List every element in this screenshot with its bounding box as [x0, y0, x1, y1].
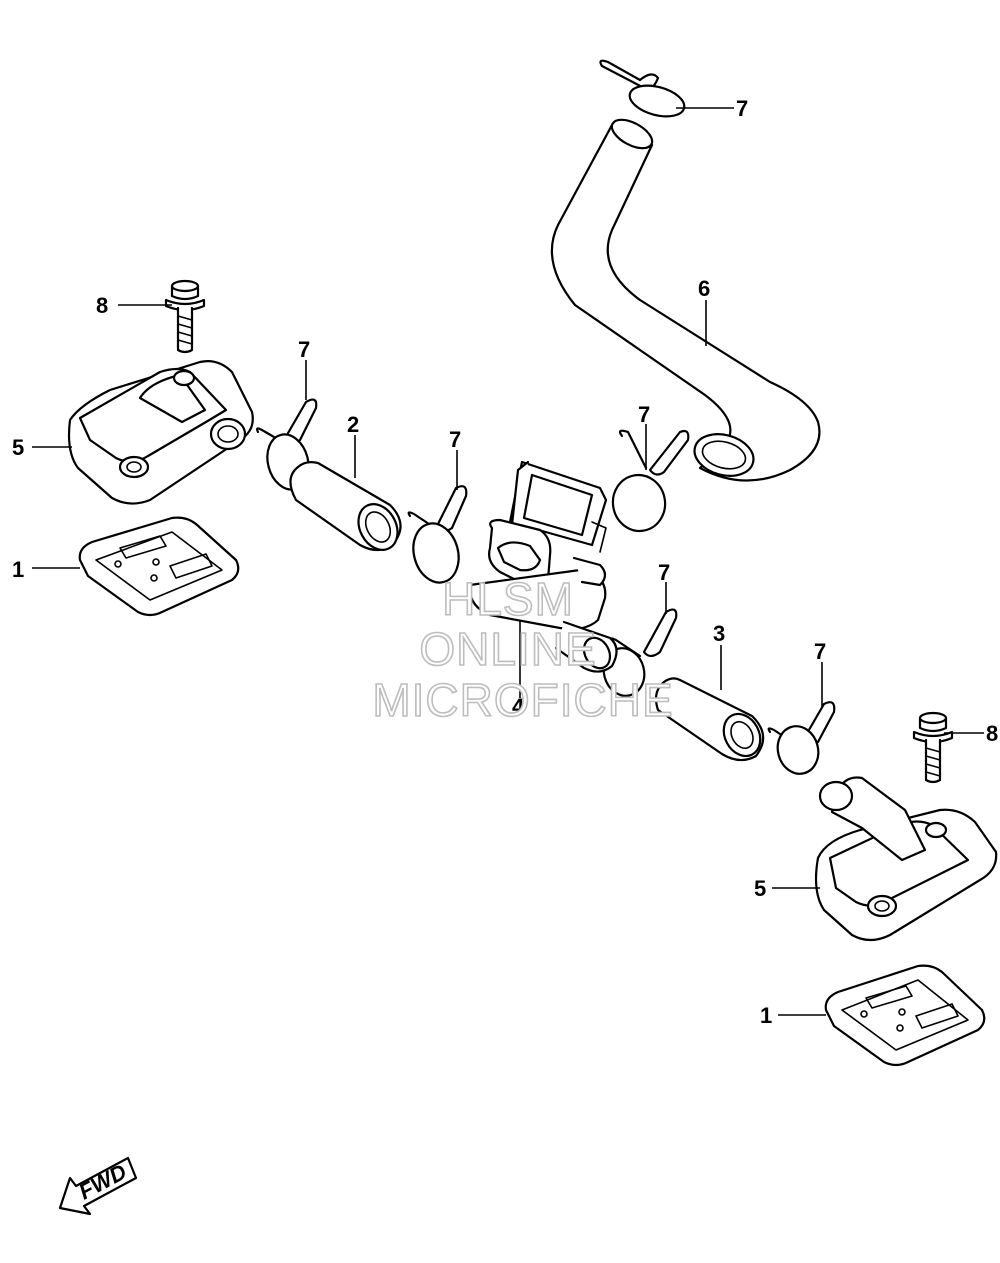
watermark-line-3: MICROFICHE [372, 674, 673, 726]
label-7-mid: 7 [638, 402, 650, 427]
fwd-arrow: FWD [58, 1156, 138, 1216]
part-3-hose[interactable] [654, 677, 767, 762]
callout-labels: 8 5 1 7 2 7 7 6 7 7 3 7 4 8 5 1 [12, 96, 998, 1028]
label-5-left: 5 [12, 435, 24, 460]
fwd-arrow-label: FWD [75, 1159, 131, 1205]
watermark-line-2: ONLINE [419, 623, 596, 675]
watermark: HLSM ONLINE MICROFICHE [372, 572, 674, 727]
label-1-right: 1 [760, 1003, 772, 1028]
part-7-clamp-top[interactable] [599, 59, 687, 122]
label-7-left-2: 7 [449, 427, 461, 452]
part-8-bolt-right[interactable] [912, 711, 954, 784]
part-1-reed-left[interactable] [78, 516, 240, 617]
part-8-bolt-left[interactable] [164, 279, 206, 354]
label-5-right: 5 [754, 876, 766, 901]
label-7-left-1: 7 [298, 337, 310, 362]
watermark-line-1: HLSM [442, 573, 574, 625]
part-5-cover-right[interactable] [814, 776, 998, 942]
label-3: 3 [713, 621, 725, 646]
part-6-hose[interactable] [550, 114, 821, 482]
part-2-hose[interactable] [289, 461, 405, 557]
label-8-right: 8 [986, 721, 998, 746]
label-7-right-1: 7 [658, 560, 670, 585]
part-5-cover-left[interactable] [67, 360, 254, 505]
label-1-left: 1 [12, 557, 24, 582]
label-7-top: 7 [736, 96, 748, 121]
part-1-reed-right[interactable] [824, 964, 986, 1067]
label-4: 4 [512, 694, 525, 719]
part-4-valve[interactable] [468, 460, 618, 673]
part-7-clamp-mid[interactable] [609, 429, 690, 535]
leader-lines [32, 107, 984, 1016]
label-2: 2 [347, 412, 359, 437]
label-8-left: 8 [96, 293, 108, 318]
label-7-right-2: 7 [814, 639, 826, 664]
label-6: 6 [698, 276, 710, 301]
part-7-clamp-right-2[interactable] [767, 701, 836, 778]
part-7-clamp-left-2[interactable] [407, 485, 468, 587]
